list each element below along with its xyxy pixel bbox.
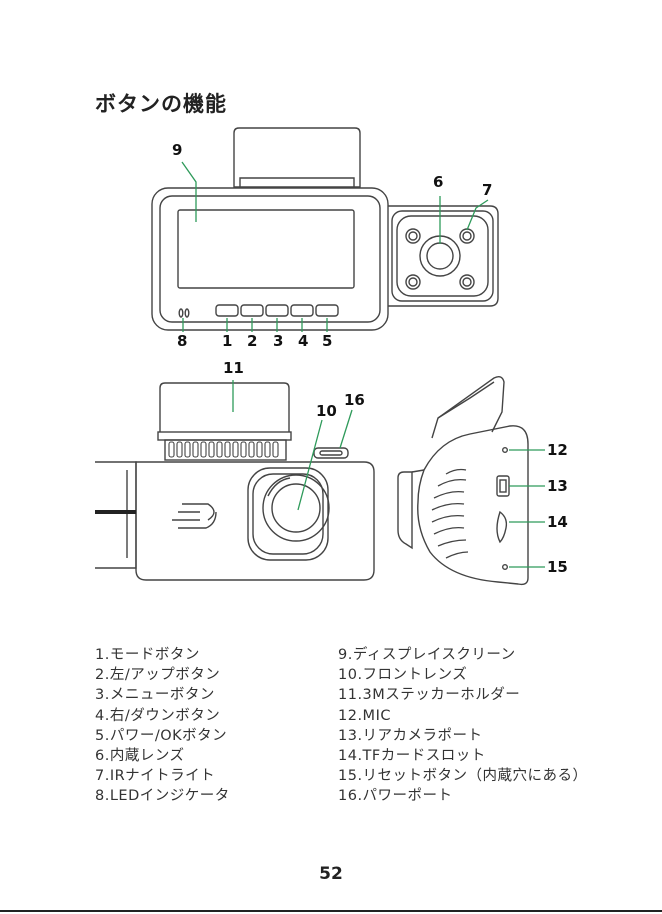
leader-7 <box>467 200 488 230</box>
list-item: 14.TFカードスロット <box>338 746 588 766</box>
power-ok-button <box>316 305 338 316</box>
list-item: 2.左/アップボタン <box>95 665 230 685</box>
led-indicator <box>179 309 183 317</box>
ir-light-4 <box>460 275 474 289</box>
page-number: 52 <box>0 864 662 884</box>
callout-15: 15 <box>547 558 568 576</box>
list-item: 12.MIC <box>338 706 588 726</box>
list-item: 4.右/ダウンボタン <box>95 706 230 726</box>
bottom-rule <box>0 910 662 912</box>
list-item: 10.フロントレンズ <box>338 665 588 685</box>
sticker-holder <box>160 383 289 432</box>
callout-4: 4 <box>298 332 308 350</box>
list-item: 3.メニューボタン <box>95 685 230 705</box>
callout-6: 6 <box>433 173 443 191</box>
mode-button <box>216 305 238 316</box>
reset-hole <box>503 565 508 570</box>
callout-5: 5 <box>322 332 332 350</box>
list-item: 6.内蔵レンズ <box>95 746 230 766</box>
logo-mark <box>172 504 216 528</box>
callout-10: 10 <box>316 402 337 420</box>
front-lens <box>263 475 329 541</box>
dashcam-diagram: 9 6 7 8 1 2 3 4 5 11 10 16 12 13 14 15 <box>0 0 662 640</box>
list-item: 13.リアカメラポート <box>338 726 588 746</box>
list-item: 9.ディスプレイスクリーン <box>338 645 588 665</box>
ir-light-1 <box>406 229 420 243</box>
list-item: 16.パワーポート <box>338 786 588 806</box>
down-button <box>291 305 313 316</box>
function-list-left: 1.モードボタン 2.左/アップボタン 3.メニューボタン 4.右/ダウンボタン… <box>95 645 230 807</box>
power-port <box>314 448 348 458</box>
callout-3: 3 <box>273 332 283 350</box>
callout-8: 8 <box>177 332 187 350</box>
list-item: 11.3Mステッカーホルダー <box>338 685 588 705</box>
inner-camera-module <box>388 206 498 306</box>
leader-10 <box>298 420 322 510</box>
function-list-right: 9.ディスプレイスクリーン 10.フロントレンズ 11.3Mステッカーホルダー … <box>338 645 588 807</box>
mic-hole <box>503 448 508 453</box>
tf-card-slot <box>497 512 506 542</box>
list-item: 7.IRナイトライト <box>95 766 230 786</box>
callout-12: 12 <box>547 441 568 459</box>
leader-9 <box>182 162 196 222</box>
callout-11: 11 <box>223 359 244 377</box>
callout-13: 13 <box>547 477 568 495</box>
callout-16: 16 <box>344 391 365 409</box>
camera-body-rear <box>136 462 374 580</box>
callout-9: 9 <box>172 141 182 159</box>
list-item: 15.リセットボタン（内蔵穴にある） <box>338 766 588 786</box>
callout-14: 14 <box>547 513 568 531</box>
display-screen <box>178 210 354 288</box>
list-item: 5.パワー/OKボタン <box>95 726 230 746</box>
list-item: 1.モードボタン <box>95 645 230 665</box>
ir-light-2 <box>460 229 474 243</box>
up-button <box>241 305 263 316</box>
rear-camera-port <box>497 476 509 496</box>
callout-1: 1 <box>222 332 232 350</box>
ir-light-3 <box>406 275 420 289</box>
callout-7: 7 <box>482 181 492 199</box>
menu-button <box>266 305 288 316</box>
leader-16 <box>340 410 352 448</box>
callout-2: 2 <box>247 332 257 350</box>
list-item: 8.LEDインジケータ <box>95 786 230 806</box>
